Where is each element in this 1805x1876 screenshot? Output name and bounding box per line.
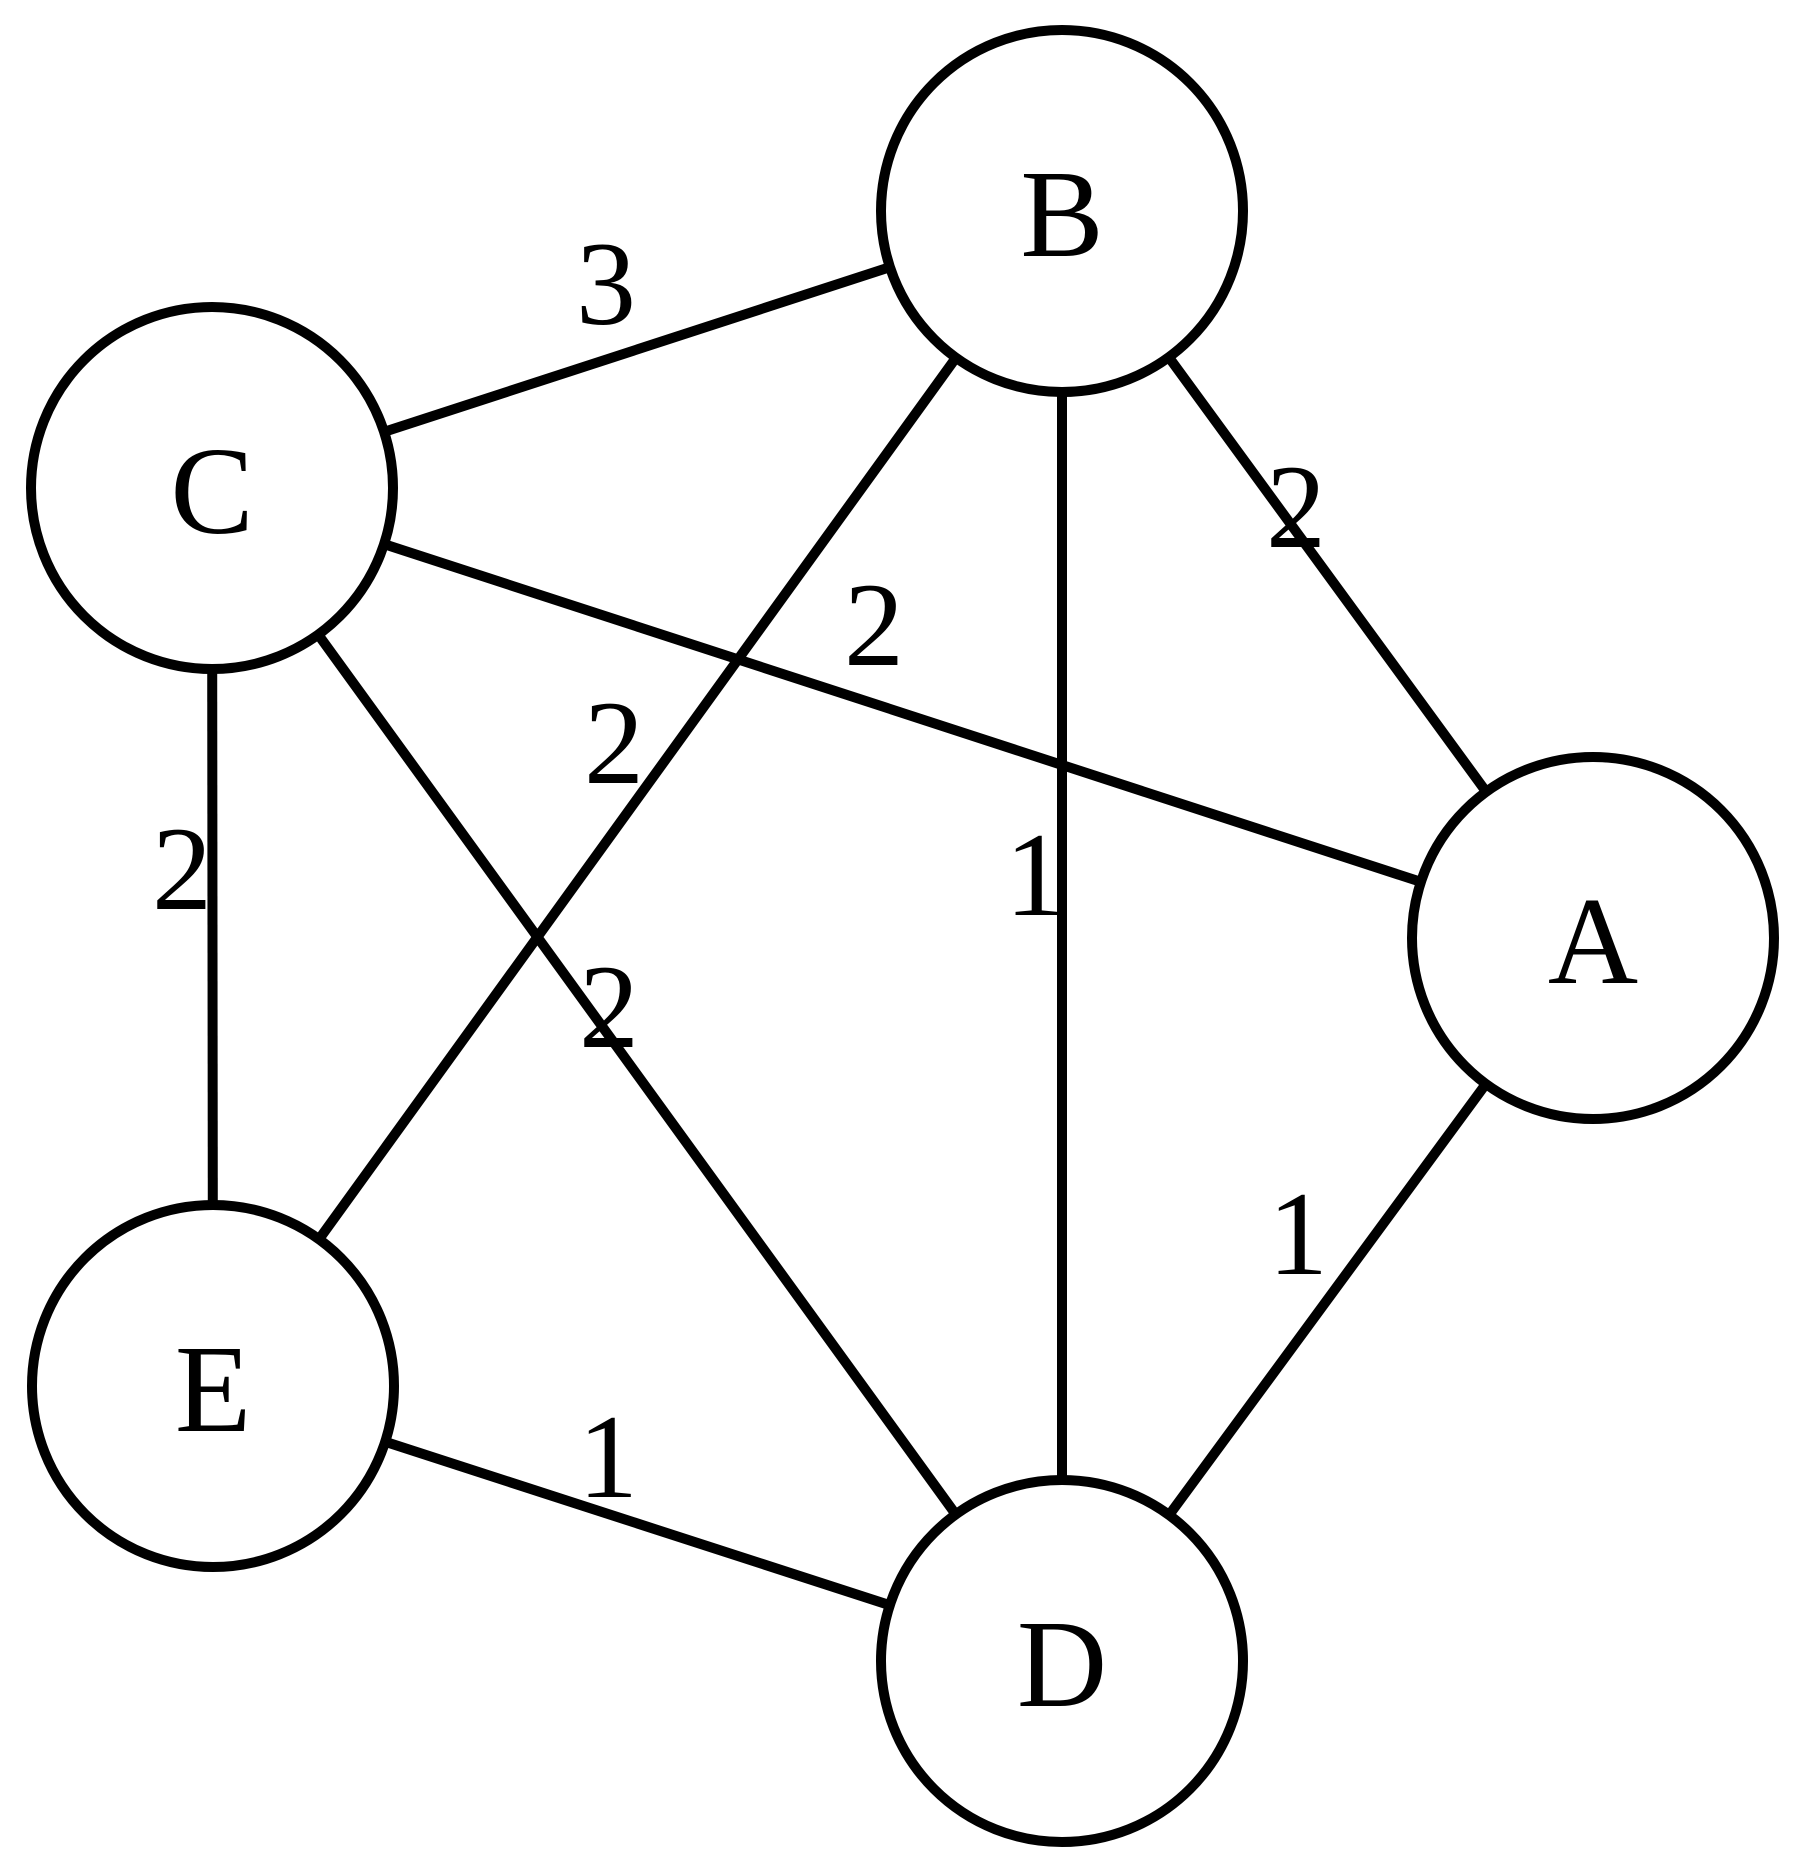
edge-A-D bbox=[1165, 1080, 1490, 1519]
node-circle-A bbox=[1407, 752, 1779, 1124]
edge-C-A bbox=[382, 539, 1423, 887]
edge-E-D bbox=[383, 1437, 892, 1610]
edge-weight-A-D: 1 bbox=[1268, 1167, 1328, 1300]
edge-weight-B-E: 2 bbox=[584, 676, 644, 809]
node-circle-D bbox=[876, 1475, 1248, 1847]
edge-weight-B-A: 2 bbox=[1266, 440, 1326, 573]
node-label-A: A bbox=[1548, 873, 1638, 1011]
edge-weight-E-D: 1 bbox=[578, 1390, 638, 1523]
node-circle-E bbox=[27, 1200, 399, 1572]
edge-weight-C-D: 2 bbox=[579, 940, 639, 1073]
node-circle-C bbox=[26, 302, 398, 674]
node-label-E: E bbox=[175, 1321, 251, 1459]
edge-C-D bbox=[314, 631, 960, 1518]
node-label-B: B bbox=[1020, 146, 1103, 284]
edge-B-A bbox=[1164, 354, 1491, 795]
edge-C-B bbox=[382, 262, 892, 437]
edge-weight-C-E: 2 bbox=[152, 802, 212, 935]
edge-weight-B-D: 1 bbox=[1005, 808, 1065, 941]
edge-weight-C-A: 2 bbox=[844, 558, 904, 691]
node-label-C: C bbox=[170, 423, 253, 561]
edge-weight-C-B: 3 bbox=[576, 217, 636, 350]
edge-C-E bbox=[207, 668, 218, 1206]
node-circle-B bbox=[876, 25, 1248, 397]
edge-B-E bbox=[314, 354, 961, 1243]
node-label-D: D bbox=[1017, 1596, 1107, 1734]
